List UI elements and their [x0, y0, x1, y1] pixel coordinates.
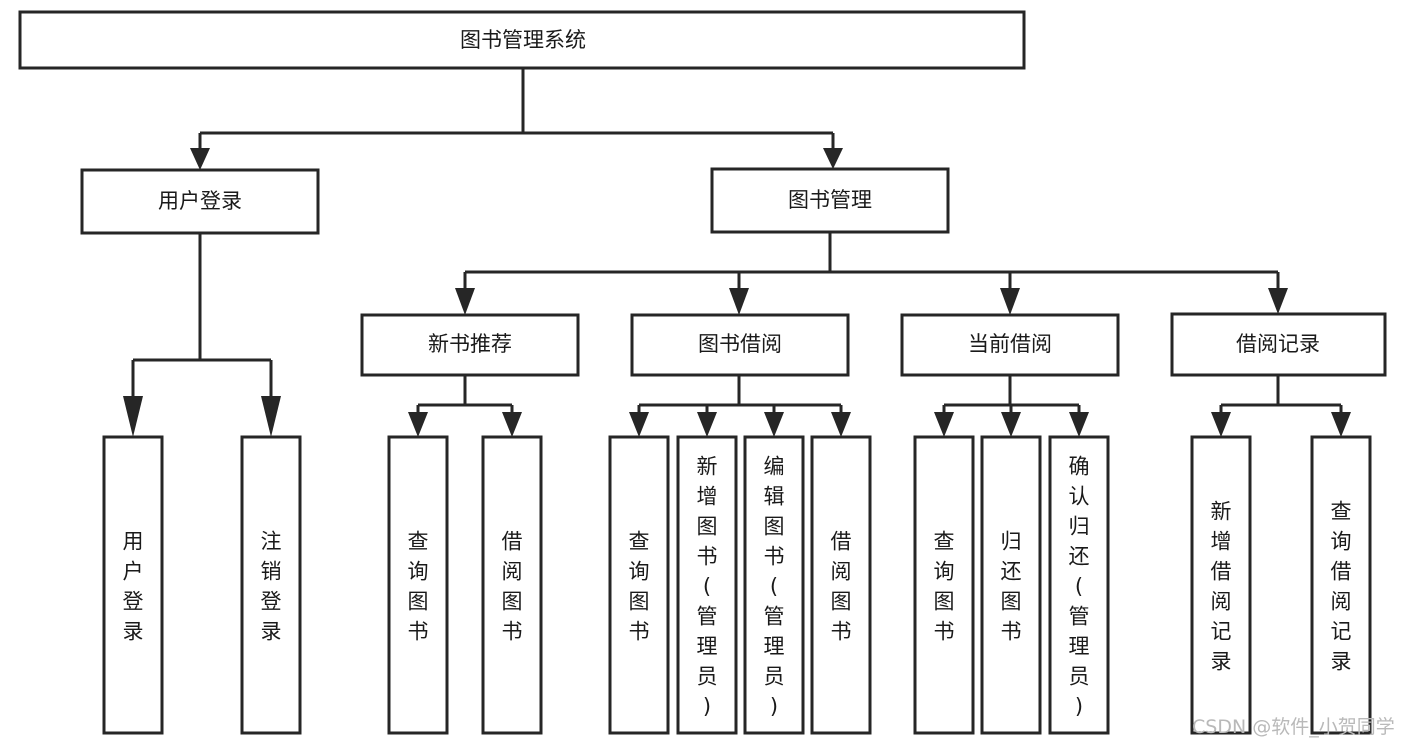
node-borrow-record[interactable]: 借阅记录 — [1170, 312, 1387, 377]
node-leaf-query-record-box[interactable] — [1310, 435, 1372, 735]
edge-new-book-rec-bus — [416, 375, 514, 416]
edge-borrow-record-bus — [1219, 375, 1343, 416]
node-user-login-box[interactable] — [80, 168, 320, 235]
node-leaf-borrow-book-b[interactable]: 借阅图书 — [810, 435, 872, 735]
arrowhead-book-borrow-leaf-4 — [831, 412, 851, 437]
node-new-book-rec[interactable]: 新书推荐 — [360, 313, 580, 377]
node-leaf-return-book-label: 归还图书 — [1001, 529, 1022, 643]
node-leaf-borrow-book-a-box[interactable] — [481, 435, 543, 735]
node-leaf-query-record[interactable]: 查询借阅记录 — [1310, 435, 1372, 735]
arrowhead-book-manage-to-book-borrow — [729, 288, 749, 315]
arrowhead-new-book-rec-leaf-2 — [502, 412, 522, 437]
arrowhead-root-to-user-login — [190, 148, 210, 170]
node-leaf-query-book-a-label: 查询图书 — [408, 529, 429, 643]
arrowhead-user-login-leaf-1 — [123, 396, 143, 437]
edge-root-bus — [198, 68, 835, 152]
node-new-book-rec-label: 新书推荐 — [428, 332, 512, 356]
node-current-borrow-label: 当前借阅 — [968, 332, 1052, 356]
node-leaf-borrow-book-a[interactable]: 借阅图书 — [481, 435, 543, 735]
node-book-manage-box[interactable] — [710, 167, 950, 234]
node-root[interactable]: 图书管理系统 — [18, 10, 1026, 70]
node-leaf-user-login-label: 用户登录 — [123, 529, 144, 643]
node-leaf-logout-label: 注销登录 — [261, 529, 282, 643]
node-leaf-add-record[interactable]: 新增借阅记录 — [1190, 435, 1252, 735]
node-leaf-user-login[interactable]: 用户登录 — [102, 435, 164, 735]
node-current-borrow[interactable]: 当前借阅 — [900, 313, 1120, 377]
node-leaf-borrow-book-b-box[interactable] — [810, 435, 872, 735]
edge-book-borrow-bus — [637, 375, 843, 416]
node-leaf-query-book-c-label: 查询图书 — [934, 529, 955, 643]
node-leaf-edit-book-box[interactable] — [743, 435, 805, 735]
node-leaf-edit-book-label: 编辑图书(管理员) — [764, 454, 785, 718]
connector-layer — [123, 68, 1351, 437]
node-leaf-confirm-return-label: 确认归还(管理员) — [1069, 454, 1090, 718]
arrowhead-book-borrow-leaf-2 — [697, 412, 717, 437]
node-borrow-record-label: 借阅记录 — [1236, 332, 1320, 356]
node-leaf-borrow-book-b-label: 借阅图书 — [831, 529, 852, 643]
node-leaf-add-record-label: 新增借阅记录 — [1211, 499, 1232, 673]
node-leaf-query-book-a[interactable]: 查询图书 — [387, 435, 449, 735]
arrowhead-current-borrow-leaf-2 — [1001, 412, 1021, 437]
node-book-manage-label: 图书管理 — [788, 188, 872, 212]
node-leaf-edit-book[interactable]: 编辑图书(管理员) — [743, 435, 805, 735]
arrowhead-book-manage-to-borrow-record — [1268, 288, 1288, 314]
edge-user-login-bus — [131, 233, 273, 398]
node-leaf-query-book-c-box[interactable] — [913, 435, 975, 735]
node-leaf-user-login-box[interactable] — [102, 435, 164, 735]
node-leaf-confirm-return[interactable]: 确认归还(管理员) — [1048, 435, 1110, 735]
node-leaf-add-book-label: 新增图书(管理员) — [697, 454, 718, 718]
csdn-watermark: CSDN @软件_小贺同学 — [1192, 716, 1395, 738]
arrowhead-root-to-book-manage — [823, 148, 843, 169]
arrowhead-user-login-leaf-2 — [261, 396, 281, 437]
node-root-box[interactable] — [18, 10, 1026, 70]
node-leaf-borrow-book-a-label: 借阅图书 — [502, 529, 523, 643]
arrowhead-new-book-rec-leaf-1 — [408, 412, 428, 437]
node-leaf-query-book-c[interactable]: 查询图书 — [913, 435, 975, 735]
node-leaf-return-book-box[interactable] — [980, 435, 1042, 735]
node-leaf-query-book-b[interactable]: 查询图书 — [608, 435, 670, 735]
arrowhead-borrow-record-leaf-2 — [1331, 412, 1351, 437]
node-book-manage[interactable]: 图书管理 — [710, 167, 950, 234]
node-leaf-query-book-a-box[interactable] — [387, 435, 449, 735]
arrowhead-borrow-record-leaf-1 — [1211, 412, 1231, 437]
node-new-book-rec-box[interactable] — [360, 313, 580, 377]
node-user-login[interactable]: 用户登录 — [80, 168, 320, 235]
edge-current-borrow-bus — [942, 375, 1081, 416]
arrowhead-book-manage-to-new-book — [455, 288, 475, 315]
node-current-borrow-box[interactable] — [900, 313, 1120, 377]
node-leaf-query-record-label: 查询借阅记录 — [1331, 499, 1352, 673]
node-leaf-add-record-box[interactable] — [1190, 435, 1252, 735]
node-leaf-query-book-b-box[interactable] — [608, 435, 670, 735]
node-book-borrow-label: 图书借阅 — [698, 332, 782, 356]
node-leaf-add-book[interactable]: 新增图书(管理员) — [676, 435, 738, 735]
node-leaf-confirm-return-box[interactable] — [1048, 435, 1110, 735]
node-book-borrow[interactable]: 图书借阅 — [630, 313, 850, 377]
node-leaf-logout-box[interactable] — [240, 435, 302, 735]
edge-book-manage-bus — [463, 232, 1280, 290]
arrowhead-current-borrow-leaf-3 — [1069, 412, 1089, 437]
arrowhead-book-borrow-leaf-1 — [629, 412, 649, 437]
node-leaf-add-book-box[interactable] — [676, 435, 738, 735]
node-leaf-return-book[interactable]: 归还图书 — [980, 435, 1042, 735]
arrowhead-book-borrow-leaf-3 — [764, 412, 784, 437]
node-root-label: 图书管理系统 — [460, 28, 586, 52]
arrowhead-current-borrow-leaf-1 — [934, 412, 954, 437]
node-leaf-query-book-b-label: 查询图书 — [629, 529, 650, 643]
node-user-login-label: 用户登录 — [158, 189, 242, 213]
arrowhead-book-manage-to-current-borrow — [1000, 288, 1020, 315]
node-borrow-record-box[interactable] — [1170, 312, 1387, 377]
node-leaf-logout[interactable]: 注销登录 — [240, 435, 302, 735]
node-book-borrow-box[interactable] — [630, 313, 850, 377]
